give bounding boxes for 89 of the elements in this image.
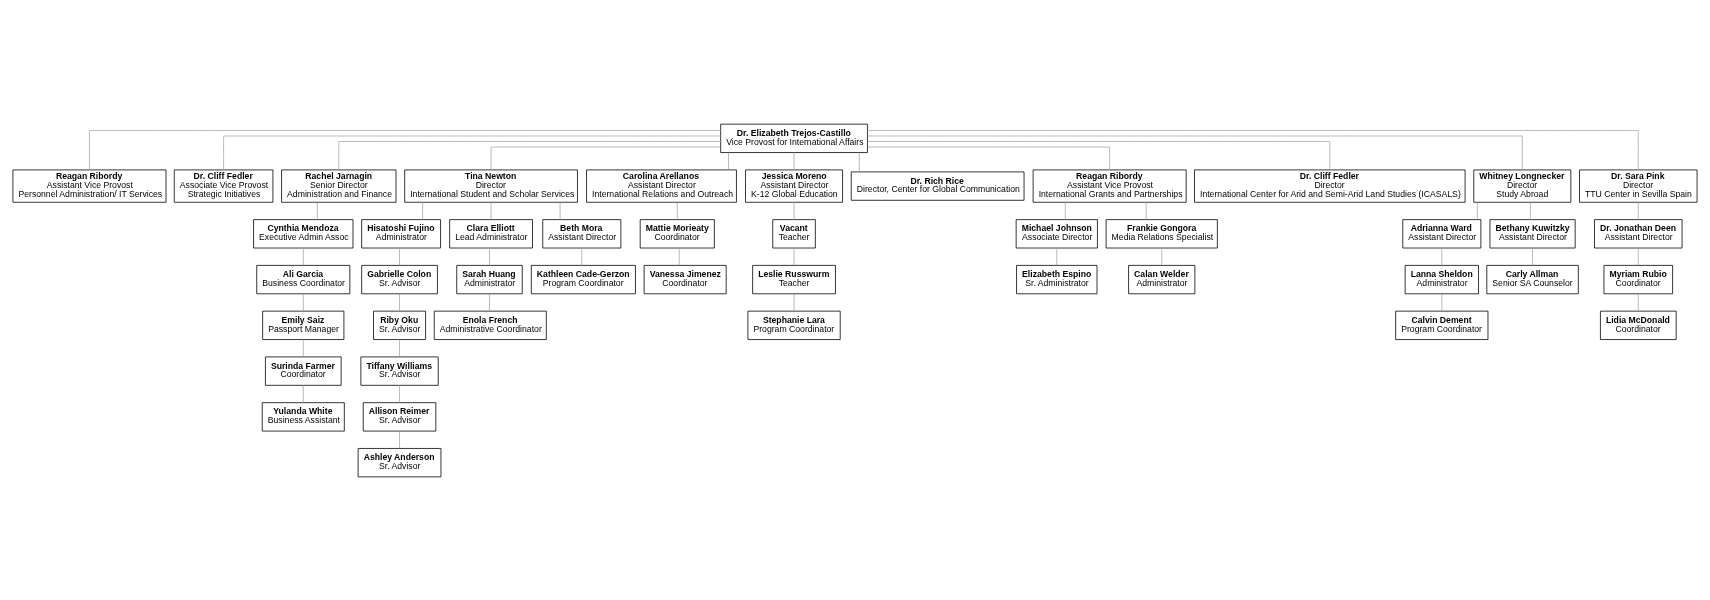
node-box: Dr. Cliff Fedler Director International Center for Arid and Semi-Arid Land Studies (ICASALS): [1194, 169, 1466, 203]
connector: [793, 201, 795, 220]
connector: [1530, 201, 1531, 220]
connector: [1532, 247, 1533, 266]
connector: [399, 338, 400, 357]
node-box: Surinda Farmer Coordinator: [265, 356, 342, 386]
connector: [302, 384, 304, 403]
connector: [793, 292, 795, 311]
connector: [1441, 292, 1443, 311]
node-box: Carly Allman Senior SA Counselor: [1486, 264, 1579, 294]
connector: [867, 135, 1523, 170]
connector: [1064, 201, 1066, 220]
node-box: Beth Mora Assistant Director: [542, 218, 622, 248]
node-box: Calan Welder Administrator: [1128, 264, 1196, 294]
connector: [581, 247, 583, 266]
node-box: Yulanda White Business Assistant: [261, 401, 345, 431]
connector: [399, 247, 400, 266]
node-box: Dr. Jonathan Deen Assistant Director: [1594, 218, 1683, 248]
connector: [490, 201, 492, 220]
connector: [867, 140, 1331, 170]
node-box: Enola French Administrative Coordinator: [433, 310, 547, 340]
node-box: Lanna Sheldon Administrator: [1404, 264, 1479, 294]
connector: [1637, 201, 1639, 220]
node-box: Riby Oku Sr. Advisor: [373, 310, 426, 340]
connector: [858, 151, 860, 172]
node-box: Jessica Moreno Assistant Director K-12 Global Education: [745, 169, 843, 203]
connector: [223, 135, 722, 170]
node-box: Sarah Huang Administrator: [456, 264, 523, 294]
connector: [489, 247, 490, 266]
node-box: Dr. Cliff Fedler Associate Vice Provost Strategic Initiatives: [173, 169, 274, 203]
node-box: Cynthia Mendoza Executive Admin Assoc: [253, 218, 354, 248]
connector: [422, 201, 423, 220]
node-box: Carolina Arellanos Assistant Director International Relations and Outreach: [586, 169, 737, 203]
node-box: Emily Saiz Passport Manager: [262, 310, 345, 340]
connector: [302, 292, 304, 311]
connector: [1056, 247, 1058, 266]
connector: [302, 338, 304, 357]
node-box: Reagan Ribordy Assistant Vice Provost Personnel Administration/ IT Services: [12, 169, 167, 203]
node-box: Vanessa Jimenez Coordinator: [643, 264, 727, 294]
connector: [867, 146, 1111, 170]
connector: [1637, 292, 1639, 311]
node-box: Lidia McDonald Coordinator: [1600, 310, 1677, 340]
connector: [1441, 247, 1443, 266]
node-box: Hisatoshi Fujino Administrator: [361, 218, 441, 248]
node-box: Frankie Gongora Media Relations Specialist: [1105, 218, 1218, 248]
connector: [1145, 201, 1147, 220]
node-box: Rachel Jarnagin Senior Director Administration and Finance: [281, 169, 397, 203]
node-box: Allison Reimer Sr. Advisor: [362, 401, 437, 431]
connector: [399, 430, 400, 449]
node-box: Bethany Kuwitzky Assistant Director: [1489, 218, 1576, 248]
connector: [316, 201, 318, 220]
node-box: Adrianna Ward Assistant Director: [1402, 218, 1482, 248]
node-box: Dr. Rich Rice Director, Center for Global Communication: [850, 171, 1025, 201]
node-box: Elizabeth Espino Sr. Administrator: [1016, 264, 1098, 294]
node-box: Michael Johnson Associate Director: [1015, 218, 1098, 248]
connector: [676, 201, 678, 220]
connector: [559, 201, 561, 220]
connector: [867, 129, 1639, 170]
connector: [1161, 247, 1163, 266]
connector: [490, 146, 721, 170]
node-box: Leslie Russwurm Teacher: [752, 264, 836, 294]
connector: [1476, 201, 1478, 220]
connector: [793, 151, 795, 170]
node-box: Whitney Longnecker Director Study Abroad: [1473, 169, 1572, 203]
connector: [399, 292, 400, 311]
node-box: Myriam Rubio Coordinator: [1603, 264, 1673, 294]
node-box: Ashley Anderson Sr. Advisor: [357, 447, 442, 477]
connector: [678, 247, 680, 266]
node-box: Dr. Elizabeth Trejos-Castillo Vice Provost for International Affairs: [720, 123, 868, 153]
node-box: Stephanie Lara Program Coordinator: [747, 310, 841, 340]
node-box: Kathleen Cade-Gerzon Program Coordinator: [530, 264, 636, 294]
connector: [728, 151, 729, 170]
connector: [89, 129, 722, 170]
node-box: Dr. Sara Pink Director TTU Center in Sevilla Spain: [1579, 169, 1698, 203]
connector: [793, 247, 795, 266]
node-box: Ali Garcia Business Coordinator: [256, 264, 351, 294]
node-box: Reagan Ribordy Assistant Vice Provost International Grants and Partnerships: [1032, 169, 1187, 203]
connector: [302, 247, 304, 266]
node-box: Gabrielle Colon Sr. Advisor: [361, 264, 438, 294]
connector: [399, 384, 400, 403]
node-box: Calvin Dement Program Coordinator: [1395, 310, 1489, 340]
node-box: Tina Newton Director International Student and Scholar Services: [404, 169, 578, 203]
node-box: Clara Elliott Lead Administrator: [449, 218, 533, 248]
connector: [338, 140, 722, 170]
node-box: Vacant Teacher: [772, 218, 816, 248]
node-box: Mattie Morieaty Coordinator: [639, 218, 715, 248]
node-box: Tiffany Williams Sr. Advisor: [360, 356, 439, 386]
connector: [489, 292, 490, 311]
connector: [1637, 247, 1639, 266]
